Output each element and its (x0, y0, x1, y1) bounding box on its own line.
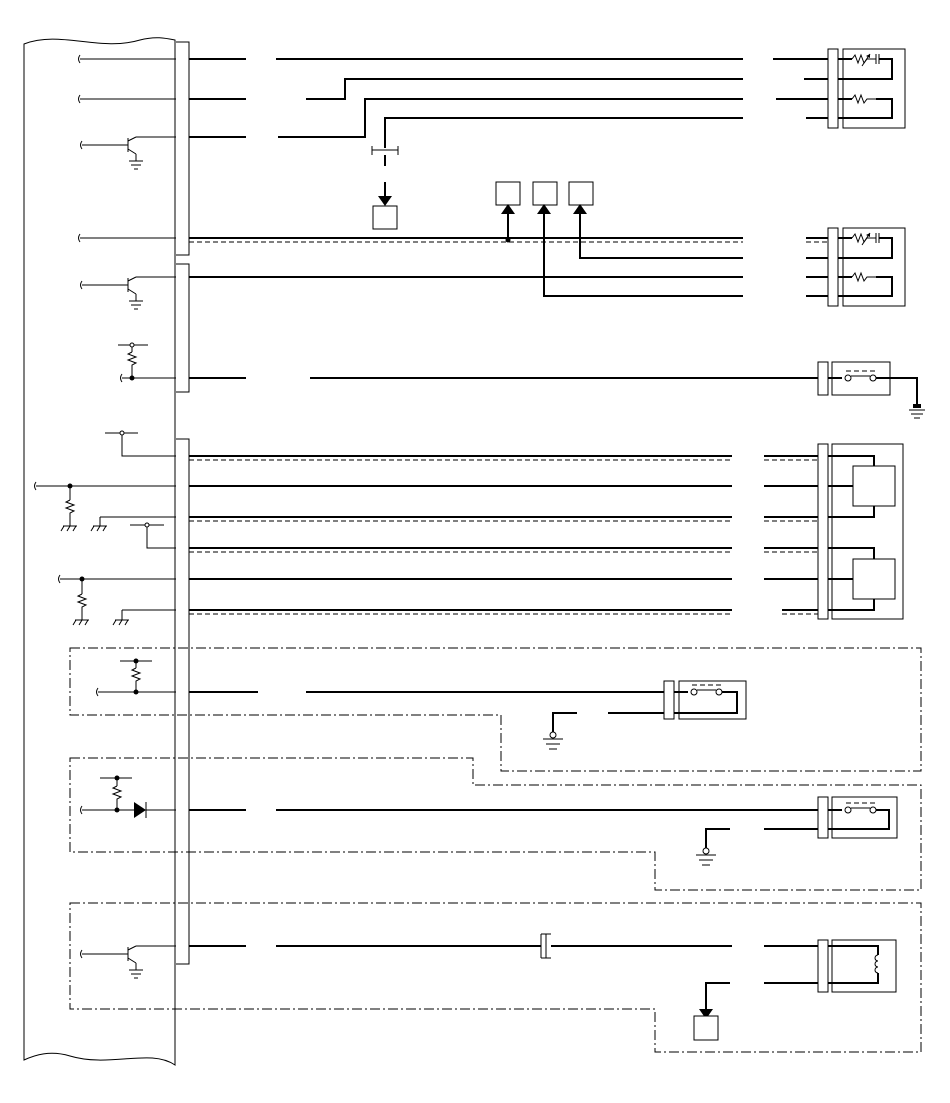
switch-circuit-1 (118, 342, 925, 419)
sensor-component-2 (827, 227, 906, 307)
switch-circuit-2 (69, 647, 922, 772)
sensor-1-circuit (78, 54, 828, 230)
sensor-2-circuit (78, 181, 828, 310)
actuator-circuit (69, 902, 922, 1053)
control-module (23, 37, 176, 1066)
switch-circuit-3 (69, 757, 922, 891)
module-connectors (176, 41, 190, 965)
sensor-component-1 (827, 48, 906, 129)
dual-sensor-circuit (34, 430, 904, 626)
